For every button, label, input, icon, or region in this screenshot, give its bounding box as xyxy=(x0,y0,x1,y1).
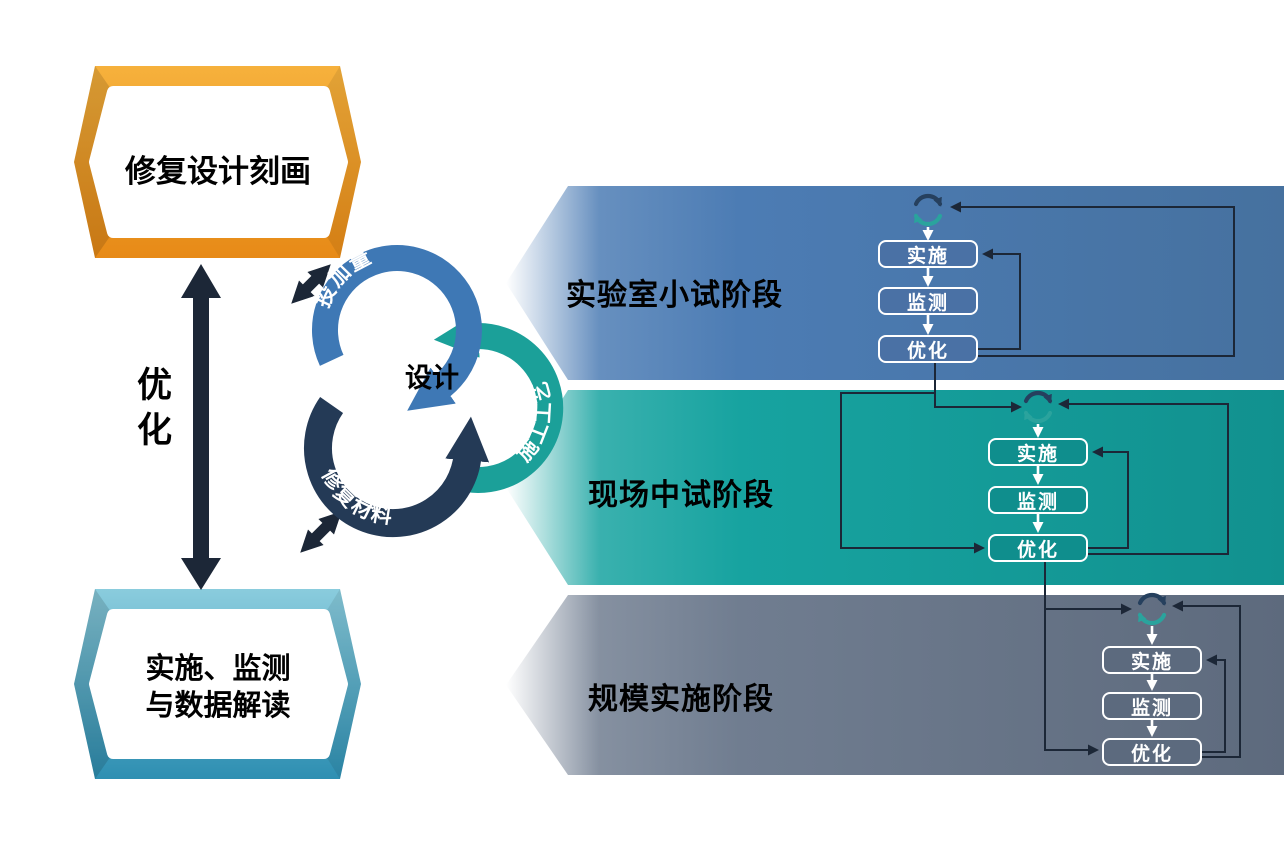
stage2-connectors xyxy=(840,392,1229,615)
cycle-sync-icon xyxy=(1137,592,1167,626)
bottom-hexagon-label: 实施、监测 与数据解读 xyxy=(95,650,341,723)
stage3-step-optimize: 优化 xyxy=(1102,738,1202,766)
remediation-material-arc xyxy=(304,396,490,538)
bottom-hexagon-label-line1: 实施、监测 xyxy=(145,651,291,685)
cycle-sync-icon xyxy=(913,193,943,227)
design-center-label: 设计 xyxy=(405,363,459,394)
stage3-connectors xyxy=(1044,600,1241,758)
cycle-sync-icon xyxy=(1023,390,1053,424)
stage-label-lab: 实验室小试阶段 xyxy=(566,278,783,313)
top-hexagon xyxy=(74,66,361,258)
optimize-arrow-label: 优化 xyxy=(131,366,171,456)
bottom-hexagon-label-line2: 与数据解读 xyxy=(145,687,291,722)
design-cycle: 投加量 施工工艺 修复材料 设计 xyxy=(304,244,564,538)
stage3-step-implement: 实施 xyxy=(1102,646,1202,674)
stage2-step-monitor: 监测 xyxy=(988,486,1088,514)
top-hexagon-label: 修复设计刻画 xyxy=(125,154,311,190)
stage-label-field-pilot: 现场中试阶段 xyxy=(588,478,774,513)
stage3-step-monitor: 监测 xyxy=(1102,692,1202,720)
stage1-step-optimize: 优化 xyxy=(878,335,978,363)
double-arrow-bottom xyxy=(300,511,342,553)
construction-process-arc xyxy=(433,313,564,493)
stage1-step-monitor: 监测 xyxy=(878,287,978,315)
stage-label-full-scale: 规模实施阶段 xyxy=(588,682,774,717)
optimize-double-arrow xyxy=(181,264,221,590)
stage2-step-implement: 实施 xyxy=(988,438,1088,466)
stage-band-field-pilot xyxy=(506,390,1284,585)
stage2-step-optimize: 优化 xyxy=(988,534,1088,562)
dosage-arc xyxy=(312,245,482,411)
stage1-connectors xyxy=(922,201,1235,413)
bottom-hexagon xyxy=(74,589,361,779)
stage1-step-implement: 实施 xyxy=(878,240,978,268)
double-arrow-top xyxy=(291,264,331,304)
